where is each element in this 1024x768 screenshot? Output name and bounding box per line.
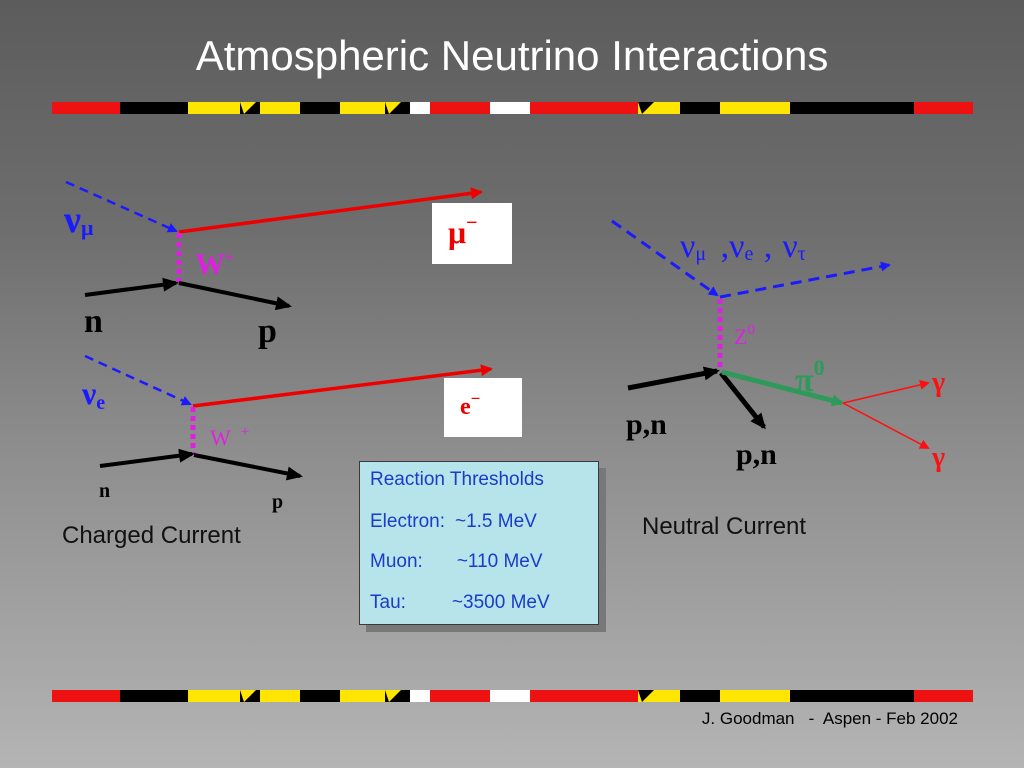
stripe-segment (188, 690, 240, 702)
stripe-segment (680, 690, 720, 702)
threshold-label: Electron: (370, 511, 445, 532)
nc-incoming-neutrino-line (611, 219, 719, 297)
stripe-segment (490, 102, 530, 114)
stripe-segment (720, 102, 790, 114)
cc-electron-incoming-nucleon-label: n (99, 480, 110, 502)
cc-muon-incoming-nucleon-label: n (84, 303, 103, 340)
nc-boson-label: Z0 (734, 322, 755, 349)
nc-pion-label: π0 (795, 355, 825, 399)
stripe-segment (300, 690, 340, 702)
slide-title: Atmospheric Neutrino Interactions (195, 32, 829, 79)
cc-electron-lepton-box (444, 378, 522, 437)
stripe-segment (720, 690, 790, 702)
stripe-segment (790, 690, 852, 702)
stripe-segment (260, 102, 300, 114)
threshold-row-muon: Muon: ~110 MeV (370, 551, 543, 573)
cc-electron-neutrino-label: νe (81, 375, 105, 414)
nc-event: νμ ,νe ,ντ Z0 π0 γ γ p,n p,n (611, 219, 945, 473)
stripe-segment (430, 690, 490, 702)
stripe-segment (410, 102, 430, 114)
charged-current-caption: Charged Current (62, 522, 241, 549)
nc-photon-line-lower (842, 402, 930, 449)
threshold-value: ~3500 MeV (451, 592, 550, 613)
nc-photon-label-lower: γ (931, 442, 945, 473)
cc-electron-lepton-line (192, 364, 493, 408)
cc-muon-event: νμ W+ n p (63, 180, 483, 350)
stripe-accent (240, 102, 256, 114)
stripe-segment (340, 102, 385, 114)
cc-muon-lepton-line (178, 187, 483, 234)
neutral-current-caption: Neutral Current (642, 513, 807, 540)
nc-photon-line-upper (842, 379, 930, 404)
cc-electron-incoming-nucleon-line (99, 448, 195, 468)
stripe-segment (570, 102, 638, 114)
reaction-thresholds-box: Reaction Thresholds Electron: ~1.5 MeV Mu… (359, 461, 599, 625)
stripe-accent (638, 102, 654, 114)
stripe-accent (240, 690, 256, 702)
stripe-segment (52, 690, 120, 702)
stripe-segment (188, 102, 240, 114)
stripe-accent (385, 690, 401, 702)
stripe-segment (852, 102, 914, 114)
cc-muon-boson-label: W+ (195, 248, 234, 281)
stripe-segment (410, 690, 430, 702)
stripe-accent (638, 690, 654, 702)
nc-outgoing-nucleon-line (719, 371, 766, 430)
stripe-segment (120, 102, 188, 114)
threshold-row-tau: Tau: ~3500 MeV (370, 592, 550, 614)
cc-muon-lepton-box (432, 203, 512, 264)
footer-credit: J. Goodman - Aspen - Feb 2002 (701, 709, 958, 728)
stripe-segment (340, 690, 385, 702)
stripe-segment (790, 102, 852, 114)
stripe-segment (430, 102, 490, 114)
threshold-label: Muon: (370, 551, 423, 572)
bottom-stripe-divider (52, 690, 973, 702)
nc-outgoing-neutrino-line (719, 261, 891, 299)
nc-outgoing-nucleon-label: p,n (736, 438, 777, 471)
cc-muon-outgoing-nucleon-label: p (258, 313, 277, 350)
cc-muon-outgoing-nucleon-line (178, 281, 292, 311)
cc-muon-neutrino-line (65, 180, 178, 233)
threshold-label: Tau: (370, 592, 406, 613)
cc-electron-boson-label: W+ (210, 424, 249, 450)
stripe-segment (570, 690, 638, 702)
nc-pion-line (721, 369, 844, 407)
stripe-segment (914, 102, 973, 114)
stripe-segment (52, 102, 120, 114)
stripe-segment (120, 690, 188, 702)
nc-neutrino-labels: νμ ,νe ,ντ (680, 228, 806, 268)
stripe-segment (300, 102, 340, 114)
stripe-segment (260, 690, 300, 702)
threshold-value: ~1.5 MeV (454, 511, 537, 532)
threshold-value: ~110 MeV (456, 551, 543, 572)
threshold-row-electron: Electron: ~1.5 MeV (370, 511, 537, 533)
stripe-segment (530, 690, 570, 702)
cc-electron-outgoing-nucleon-line (193, 453, 303, 481)
top-stripe-divider (52, 102, 973, 114)
stripe-segment (852, 690, 914, 702)
nc-photon-label-upper: γ (931, 367, 945, 398)
cc-electron-event: νe W+ n p (81, 354, 493, 513)
stripe-segment (914, 690, 973, 702)
stripe-segment (490, 690, 530, 702)
cc-muon-neutrino-label: νμ (63, 199, 94, 241)
nc-incoming-nucleon-line (627, 366, 720, 391)
cc-muon-lepton-label: μ− (448, 212, 478, 250)
cc-electron-neutrino-line (84, 354, 192, 406)
cc-muon-incoming-nucleon-line (84, 277, 179, 297)
stripe-segment (530, 102, 570, 114)
cc-electron-lepton-label: e− (460, 389, 480, 420)
stripe-segment (680, 102, 720, 114)
stripe-accent (385, 102, 401, 114)
cc-electron-outgoing-nucleon-label: p (272, 491, 283, 513)
thresholds-title: Reaction Thresholds (370, 469, 544, 490)
nc-incoming-nucleon-label: p,n (626, 408, 667, 441)
